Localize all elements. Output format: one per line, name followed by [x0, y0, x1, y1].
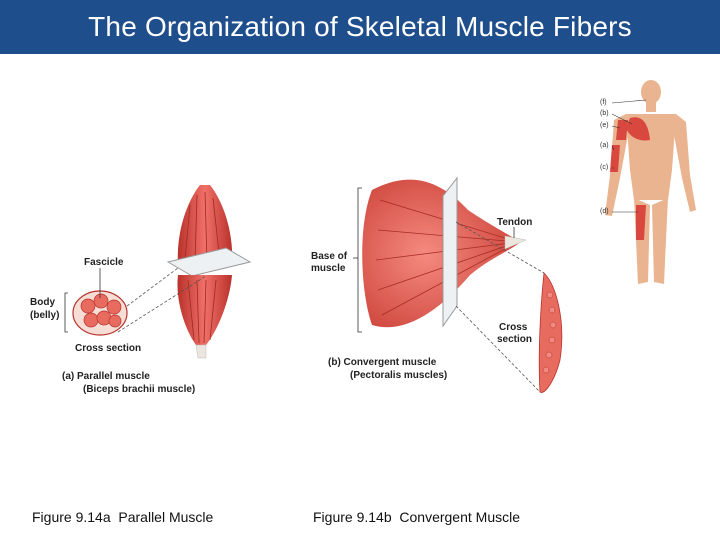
cross-section-crescent	[539, 273, 562, 392]
label-tendon: Tendon	[497, 217, 532, 228]
label-body: Body	[30, 297, 55, 308]
label-cross-section-a: Cross section	[75, 343, 141, 354]
label-belly: (belly)	[30, 310, 59, 321]
key-e: (e)	[600, 122, 609, 129]
label-base-line2: muscle	[311, 263, 345, 274]
key-d: (d)	[600, 208, 609, 215]
label-cross-line2: section	[497, 334, 532, 345]
caption-left: Figure 9.14a Parallel Muscle	[32, 509, 213, 525]
key-b: (b)	[600, 110, 609, 117]
section-plane-2	[443, 178, 457, 326]
key-f: (f)	[600, 99, 607, 106]
key-a: (a)	[600, 142, 609, 149]
biceps-tendon	[196, 345, 206, 358]
label-base-line1: Base of	[311, 251, 347, 262]
caption-a-subtitle: (Biceps brachii muscle)	[83, 384, 195, 395]
tendon-point	[505, 236, 526, 249]
caption-right: Figure 9.14b Convergent Muscle	[313, 509, 520, 525]
caption-b-subtitle: (Pectoralis muscles)	[350, 370, 447, 381]
caption-a-title: (a) Parallel muscle	[62, 371, 150, 382]
caption-b-title: (b) Convergent muscle	[328, 357, 436, 368]
label-cross-line1: Cross	[499, 322, 527, 333]
key-c: (c)	[600, 164, 608, 171]
human-figure	[605, 80, 696, 284]
parallel-muscle	[65, 185, 250, 358]
label-fascicle: Fascicle	[84, 257, 123, 268]
